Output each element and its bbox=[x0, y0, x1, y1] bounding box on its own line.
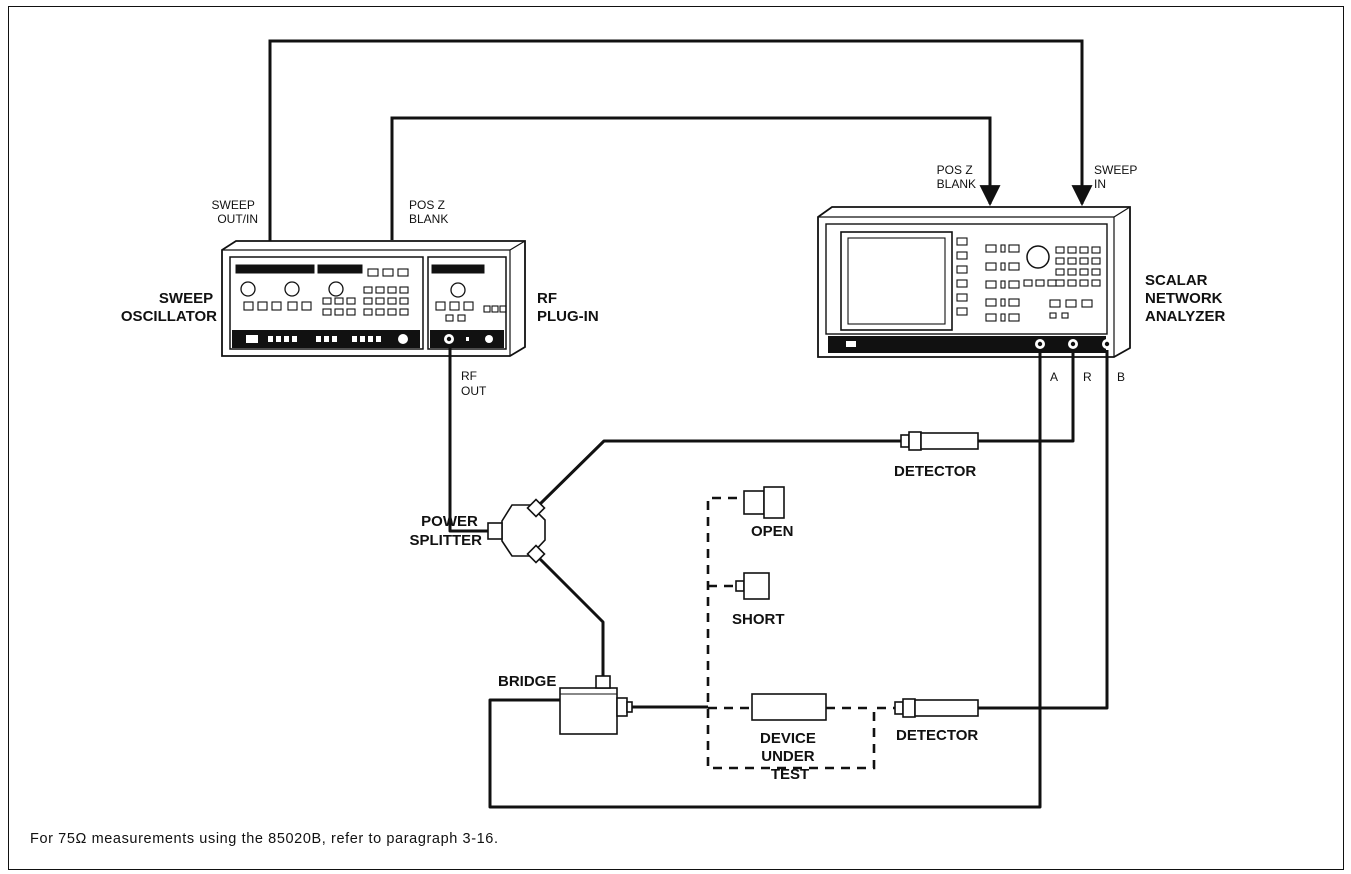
label-device-under-test: DEVICE UNDER TEST bbox=[760, 730, 820, 783]
label-rf-out: RF OUT bbox=[461, 369, 487, 398]
label-pos-z-blank-left: POS Z BLANK bbox=[409, 198, 448, 226]
pos-z-blank-cable bbox=[390, 116, 1001, 240]
detector-top-device bbox=[900, 431, 979, 451]
label-scalar-network-analyzer: SCALAR NETWORK ANALYZER bbox=[1145, 272, 1227, 325]
figure-caption: For 75Ω measurements using the 85020B, r… bbox=[30, 831, 499, 847]
label-port-b: B bbox=[1117, 370, 1125, 384]
sweep-oscillator-instrument bbox=[221, 240, 526, 357]
label-bridge: BRIDGE bbox=[498, 673, 556, 690]
label-detector-bottom: DETECTOR bbox=[896, 727, 978, 744]
label-port-a: A bbox=[1050, 370, 1058, 384]
short-standard bbox=[735, 572, 770, 600]
power-splitter bbox=[487, 498, 546, 564]
label-open: OPEN bbox=[751, 523, 794, 540]
sweep-cable bbox=[259, 39, 1093, 262]
label-rf-plug-in: RF PLUG-IN bbox=[537, 290, 599, 325]
label-detector-top: DETECTOR bbox=[894, 463, 976, 480]
label-short: SHORT bbox=[732, 611, 785, 628]
figure-frame bbox=[8, 6, 1344, 870]
rf-cables bbox=[448, 347, 1109, 809]
label-sweep-out-in: SWEEP OUT/IN bbox=[212, 198, 258, 226]
label-power-splitter: POWER SPLITTER bbox=[409, 513, 482, 549]
label-pos-z-blank-right: POS Z BLANK bbox=[937, 163, 976, 191]
detector-bottom-device bbox=[894, 698, 979, 718]
device-under-test bbox=[751, 693, 827, 721]
scalar-network-analyzer-instrument bbox=[817, 206, 1131, 358]
label-sweep-oscillator: SWEEP OSCILLATOR bbox=[121, 290, 217, 325]
calibration-enclosure bbox=[706, 496, 895, 770]
label-sweep-in: SWEEP IN bbox=[1094, 163, 1140, 191]
label-port-r: R bbox=[1083, 370, 1092, 384]
bridge bbox=[559, 675, 633, 735]
open-standard bbox=[743, 486, 785, 519]
